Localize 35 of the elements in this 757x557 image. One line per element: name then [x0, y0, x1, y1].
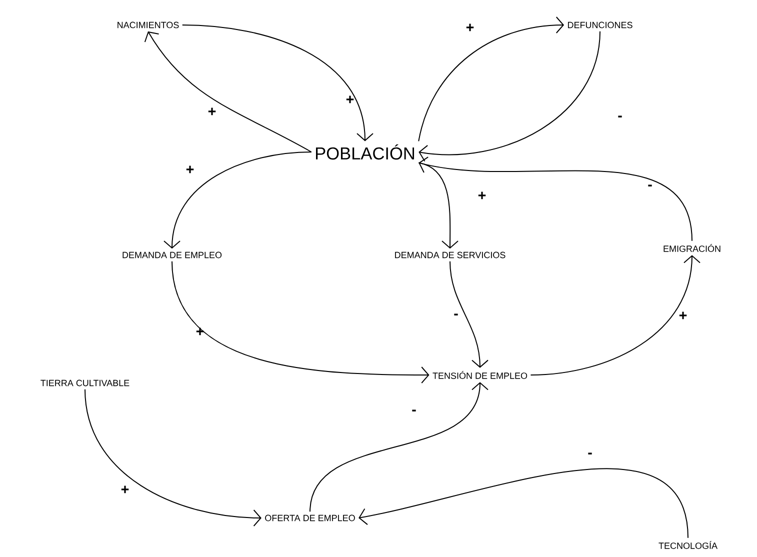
- variable-label: DEMANDA DE SERVICIOS: [395, 252, 506, 258]
- arrow: [450, 260, 488, 368]
- variable-label: DEMANDA DE EMPLEO: [122, 252, 222, 258]
- variable-label: TECNOLOGÍA: [658, 541, 718, 549]
- edge-label: +: [679, 312, 687, 320]
- edge-label: +: [121, 486, 129, 494]
- arrow: [530, 255, 700, 376]
- edge-label: -: [412, 410, 416, 412]
- edge-label: -: [618, 116, 622, 118]
- arrow: [172, 260, 430, 384]
- edge-label: +: [346, 96, 354, 104]
- arrow: [310, 382, 488, 512]
- variable-label: TIERRA CULTIVABLE: [40, 380, 130, 386]
- variable-label: POBLACIÓN: [316, 144, 414, 160]
- edge-label: -: [648, 184, 652, 186]
- arrow: [418, 30, 600, 162]
- edge-label: +: [208, 108, 216, 116]
- arrow: [418, 162, 458, 249]
- variable-label: DEFUNCIONES: [568, 22, 632, 28]
- variable-label: NACIMIENTOS: [118, 22, 179, 28]
- variable-label: TENSIÓN DE EMPLEO: [432, 371, 528, 379]
- edge-label: +: [186, 166, 194, 174]
- arrow: [418, 156, 692, 242]
- variable-label: OFERTA DE EMPLEO: [265, 514, 355, 522]
- arrow: [164, 152, 312, 249]
- arrow: [418, 16, 564, 142]
- arrow: [358, 468, 688, 538]
- edge-label: -: [588, 452, 592, 454]
- arrow: [144, 31, 312, 152]
- variable-label: EMIGRACIÓN: [664, 244, 720, 252]
- arrow: [84, 388, 262, 526]
- edge-label: -: [454, 314, 458, 316]
- arrow: [182, 24, 374, 142]
- edge-label: +: [466, 24, 474, 32]
- edge-label: +: [478, 192, 486, 200]
